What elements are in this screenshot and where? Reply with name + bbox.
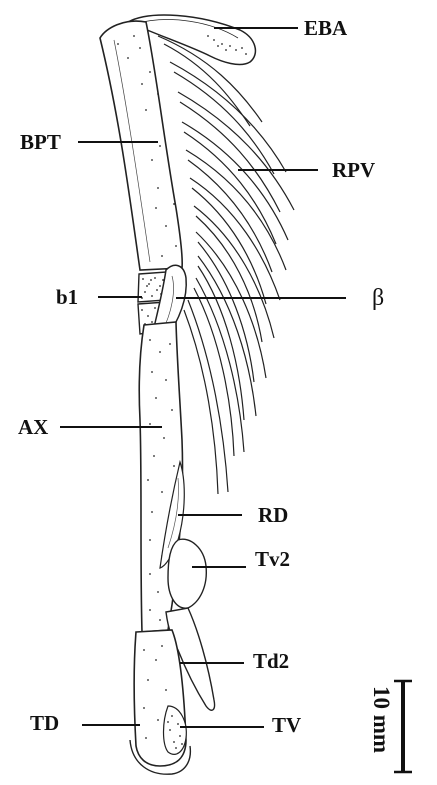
label-tv: TV [272,715,301,736]
label-beta: β [372,286,384,310]
label-rd: RD [258,505,288,526]
tv2-element [168,539,206,608]
label-tv2: Tv2 [255,549,290,570]
label-td2: Td2 [253,651,289,672]
label-rpv: RPV [332,160,375,181]
label-eba: EBA [304,18,347,39]
label-td: TD [30,713,59,734]
bpt-element [100,21,182,270]
scale-bar-label: 10 mm [368,686,394,772]
label-b1: b1 [56,287,78,308]
scale-bar [394,681,412,772]
label-ax: AX [18,417,48,438]
label-bpt: BPT [20,132,61,153]
